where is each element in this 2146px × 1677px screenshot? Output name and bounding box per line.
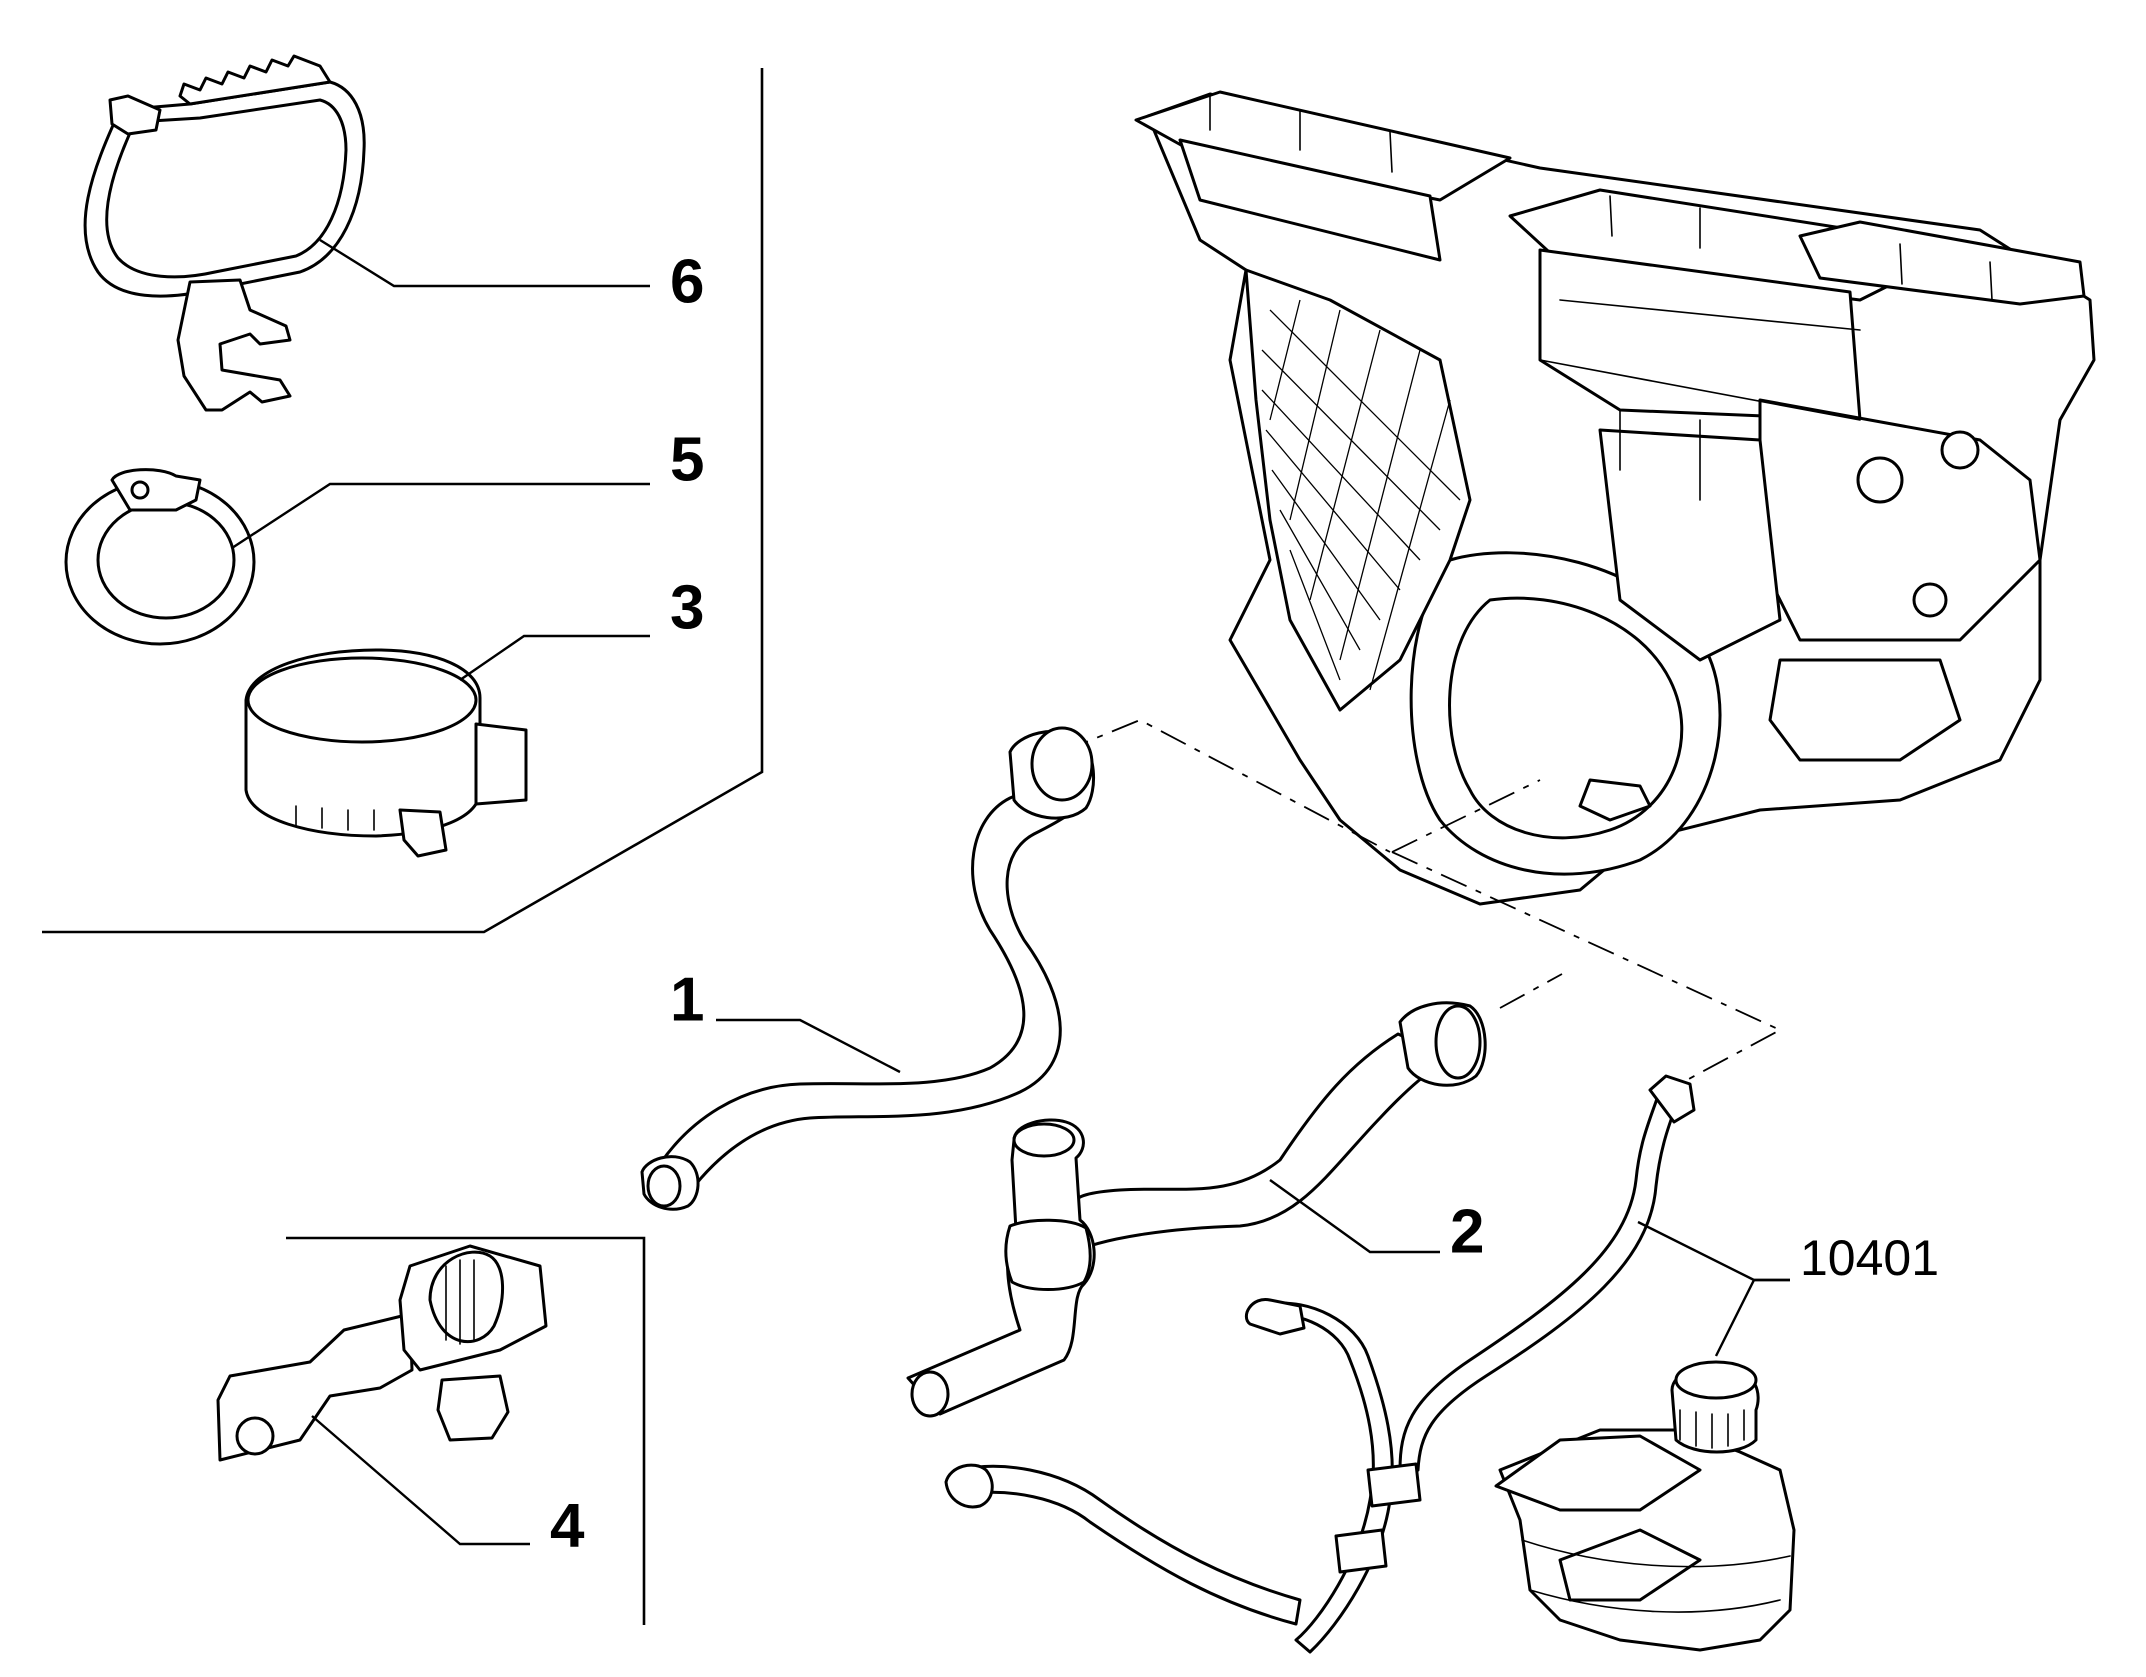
leader-10401-b [1714, 1278, 1790, 1357]
leader-5 [231, 482, 650, 550]
callout-6: 6 [670, 247, 704, 316]
callout-3: 3 [670, 573, 704, 642]
group-separator-upper-left [42, 68, 764, 934]
part-5-band-clamp [64, 468, 256, 646]
callout-4: 4 [550, 1491, 585, 1560]
leader-1 [716, 1018, 901, 1074]
expansion-tank [1494, 1360, 1796, 1652]
part-1-hose [640, 726, 1096, 1211]
leader-4 [311, 1415, 530, 1546]
callout-10401: 10401 [1800, 1230, 1939, 1286]
leader-lines [231, 238, 1790, 1546]
callout-5: 5 [670, 425, 704, 494]
part-6-strap-clamp [83, 54, 366, 412]
leader-6 [319, 238, 650, 288]
callout-1: 1 [670, 965, 704, 1034]
coolant-lines [944, 1074, 1696, 1654]
callout-2: 2 [1450, 1197, 1484, 1266]
hvac-mesh [1261, 299, 1461, 691]
part-2-y-hose [906, 1001, 1487, 1418]
leader-2 [1269, 1179, 1440, 1254]
hvac-module [1134, 90, 2096, 906]
part-3-wide-band-clamp [244, 648, 528, 858]
part-4-bracket [216, 1244, 548, 1462]
leader-10401-a [1637, 1220, 1790, 1282]
leader-3 [459, 634, 650, 681]
assembly-dashed-lines [1061, 719, 1783, 1089]
group-separator-lower-left [286, 1236, 646, 1625]
